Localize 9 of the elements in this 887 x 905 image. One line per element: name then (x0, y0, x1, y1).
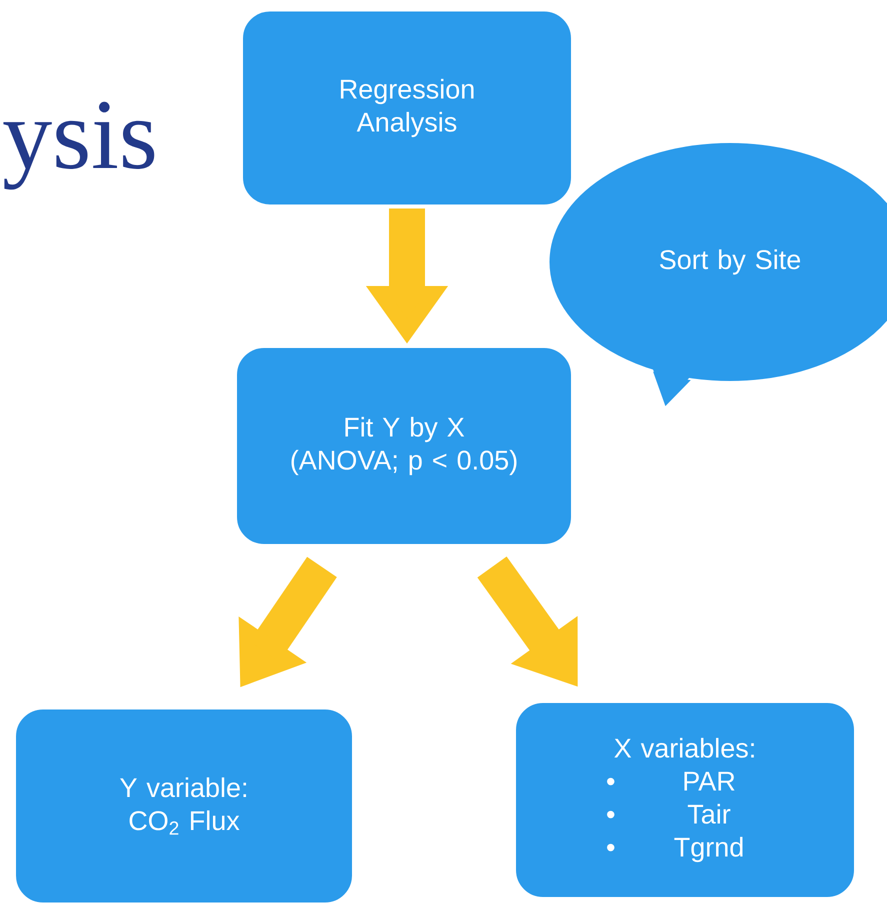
bullet: • (607, 810, 614, 818)
process-box: Y variable: CO$_{2}$ Flux (14, 708, 354, 904)
bullet: • (607, 844, 614, 852)
bullet: • (607, 778, 614, 786)
process-box: X variables: • PAR • Tair • Tgrnd (514, 701, 856, 899)
process-box: Regression Analysis (241, 10, 573, 206)
process-box: Fit Y by X (ANOVA; p < 0.05) (235, 346, 573, 546)
speech-bubble: Sort by Site (548, 141, 887, 410)
title: ysis (3, 102, 154, 190)
